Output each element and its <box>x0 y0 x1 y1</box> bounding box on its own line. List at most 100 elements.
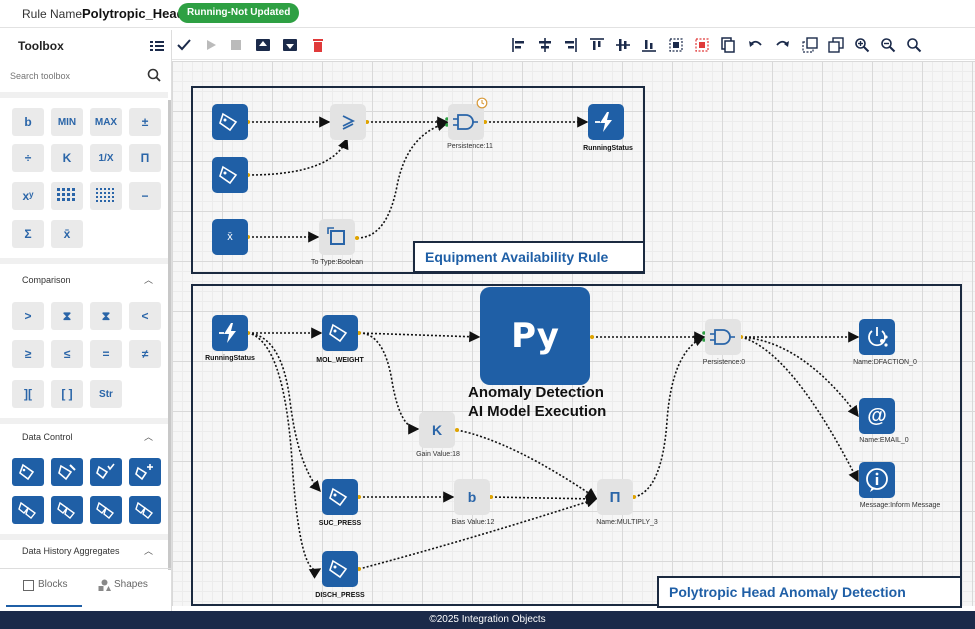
port-dot[interactable] <box>632 495 636 499</box>
port-dot[interactable] <box>355 236 359 240</box>
mean-node[interactable]: x̄ <box>212 219 248 255</box>
panel-toggle-icon[interactable] <box>150 41 164 51</box>
tool-not-equal[interactable]: ≠ <box>129 340 161 368</box>
email-node[interactable]: @ <box>859 398 895 434</box>
zoom-out-icon[interactable] <box>880 37 896 53</box>
running-status-output-node[interactable] <box>588 104 624 140</box>
greater-equal-node[interactable] <box>330 104 366 140</box>
tool-subtract[interactable]: − <box>129 182 161 210</box>
port-dot[interactable] <box>365 120 369 124</box>
tool-power[interactable]: xʸ <box>12 182 44 210</box>
tool-tag-write[interactable] <box>51 458 83 486</box>
stop-icon[interactable] <box>228 37 244 53</box>
comparison-section-header[interactable]: Comparison <box>22 275 71 285</box>
tool-min[interactable]: MIN <box>51 108 83 136</box>
multiply-node[interactable]: Π <box>597 479 633 515</box>
send-back-icon[interactable] <box>828 37 844 53</box>
to-type-node[interactable] <box>319 219 355 255</box>
bring-front-icon[interactable] <box>802 37 818 53</box>
tool-bias[interactable]: b <box>12 108 44 136</box>
python-model-node[interactable]: Py <box>480 287 590 385</box>
tool-matrix-a[interactable] <box>51 182 83 210</box>
align-left-icon[interactable] <box>511 37 527 53</box>
tool-tag-read[interactable] <box>12 458 44 486</box>
chevron-up-icon[interactable]: ︿ <box>144 275 154 285</box>
play-icon[interactable] <box>203 37 219 53</box>
tool-tag-check[interactable] <box>90 458 122 486</box>
chevron-up-icon[interactable]: ︿ <box>144 546 154 556</box>
tool-matrix-b[interactable] <box>90 182 122 210</box>
redo-icon[interactable] <box>774 37 790 53</box>
tab-shapes[interactable]: Shapes <box>114 579 148 590</box>
input-port-dot[interactable] <box>445 117 449 121</box>
tool-tag-add[interactable] <box>129 458 161 486</box>
tool-multiply[interactable]: Π <box>129 144 161 172</box>
tool-tag-multi-d[interactable] <box>129 496 161 524</box>
disch-press-tag-node[interactable] <box>322 551 358 587</box>
tool-hourglass-a[interactable]: ⧗ <box>51 302 83 330</box>
tool-reciprocal[interactable]: 1/X <box>90 144 122 172</box>
input-port-dot[interactable] <box>702 331 706 335</box>
copy-icon[interactable] <box>720 37 736 53</box>
inform-message-node[interactable] <box>859 462 895 498</box>
toolbox-scrollbar[interactable] <box>168 100 171 570</box>
port-dot[interactable] <box>590 335 594 339</box>
tool-inside-range[interactable]: [ ] <box>51 380 83 408</box>
align-top-icon[interactable] <box>589 37 605 53</box>
polytropic-head-frame[interactable] <box>191 284 962 606</box>
search-toolbox-input[interactable] <box>10 68 135 84</box>
tool-mean[interactable]: x̄ <box>51 220 83 248</box>
zoom-in-icon[interactable] <box>854 37 870 53</box>
tag-node[interactable] <box>212 104 248 140</box>
tool-plus-minus[interactable]: ± <box>129 108 161 136</box>
tool-less-equal[interactable]: ≤ <box>51 340 83 368</box>
undo-icon[interactable] <box>748 37 764 53</box>
chevron-up-icon[interactable]: ︿ <box>144 432 154 442</box>
tool-gain[interactable]: K <box>51 144 83 172</box>
tool-divide[interactable]: ÷ <box>12 144 44 172</box>
data-history-section-header[interactable]: Data History Aggregates <box>22 546 120 556</box>
tab-blocks[interactable]: Blocks <box>38 579 68 590</box>
input-port-dot[interactable] <box>445 123 449 127</box>
search-icon[interactable] <box>147 68 161 82</box>
tool-tag-multi-a[interactable] <box>12 496 44 524</box>
dfaction-node[interactable] <box>859 319 895 355</box>
ungroup-icon[interactable] <box>694 37 710 53</box>
align-center-icon[interactable] <box>537 37 553 53</box>
tool-max[interactable]: MAX <box>90 108 122 136</box>
align-right-icon[interactable] <box>562 37 578 53</box>
download-icon[interactable] <box>282 37 298 53</box>
equipment-availability-frame[interactable] <box>191 86 645 274</box>
port-dot[interactable] <box>483 120 487 124</box>
data-control-section-header[interactable]: Data Control <box>22 432 73 442</box>
port-dot[interactable] <box>357 331 361 335</box>
tool-greater-than[interactable]: > <box>12 302 44 330</box>
align-middle-icon[interactable] <box>615 37 631 53</box>
port-dot[interactable] <box>489 495 493 499</box>
tool-hourglass-b[interactable]: ⧗ <box>90 302 122 330</box>
gain-node[interactable]: K <box>419 412 455 448</box>
tool-equal[interactable]: = <box>90 340 122 368</box>
delete-icon[interactable] <box>310 37 326 53</box>
upload-icon[interactable] <box>255 37 271 53</box>
port-dot[interactable] <box>455 428 459 432</box>
tool-sum[interactable]: Σ <box>12 220 44 248</box>
tool-less-than[interactable]: < <box>129 302 161 330</box>
tool-outside-range[interactable]: ][ <box>12 380 44 408</box>
running-status-input-node[interactable] <box>212 315 248 351</box>
group-icon[interactable] <box>668 37 684 53</box>
persistence-and-node[interactable] <box>705 319 741 355</box>
and-gate-node[interactable] <box>448 104 484 140</box>
port-dot[interactable] <box>357 567 361 571</box>
tool-tag-multi-c[interactable] <box>90 496 122 524</box>
tool-tag-multi-b[interactable] <box>51 496 83 524</box>
rule-canvas[interactable]: Equipment Availability Rule x̄ To Type:B… <box>172 61 975 608</box>
bias-node[interactable]: b <box>454 479 490 515</box>
mol-weight-tag-node[interactable] <box>322 315 358 351</box>
align-bottom-icon[interactable] <box>641 37 657 53</box>
zoom-fit-icon[interactable] <box>906 37 922 53</box>
tool-string[interactable]: Str <box>90 380 122 408</box>
port-dot[interactable] <box>357 495 361 499</box>
tag-node[interactable] <box>212 157 248 193</box>
input-port-dot[interactable] <box>702 338 706 342</box>
